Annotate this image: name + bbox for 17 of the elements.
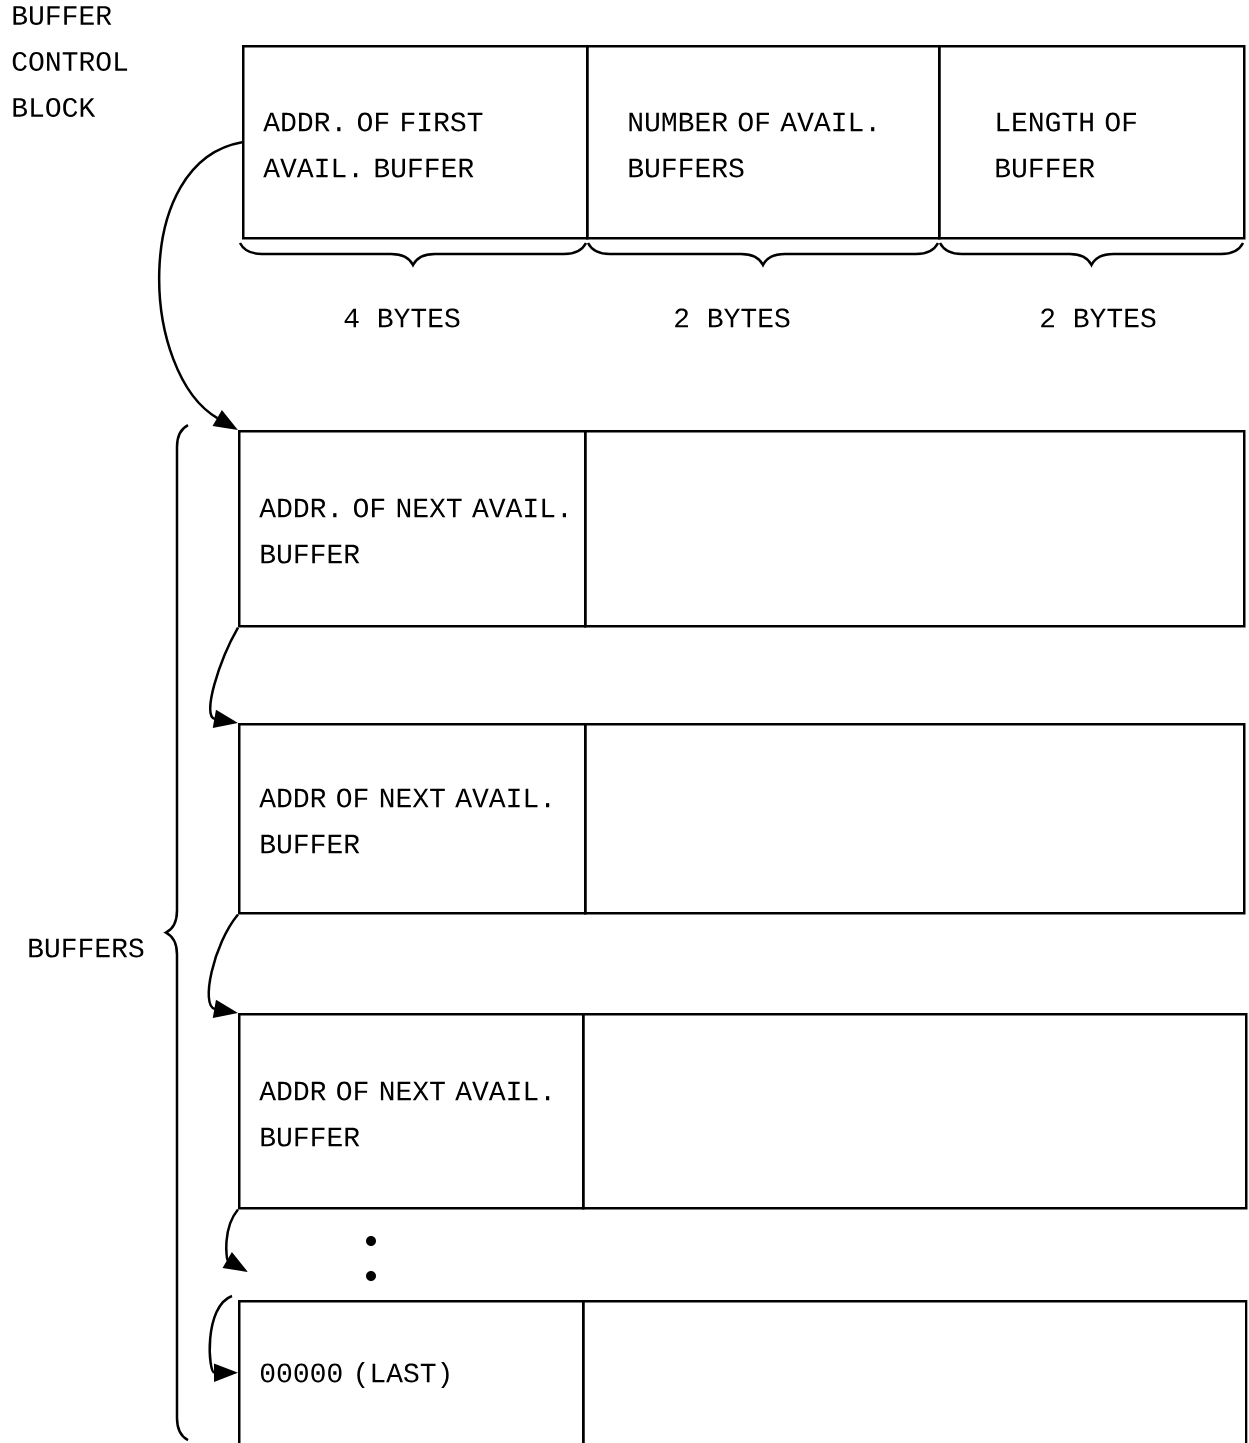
field-cell: LENGTH OF BUFFER	[938, 45, 1246, 240]
heading: BUFFER CONTROL BLOCK	[12, 6, 128, 117]
size-label: 2 BYTES	[1041, 308, 1156, 328]
arrow	[158, 141, 243, 430]
field-cell: ADDR OF NEXT AVAIL. BUFFER	[238, 1013, 585, 1210]
field-cell: ADDR. OF NEXT AVAIL. BUFFER	[238, 430, 587, 628]
empty-cell	[582, 1300, 1248, 1443]
size-label: 2 BYTES	[675, 308, 790, 328]
field-cell: 00000 (LAST)	[238, 1300, 585, 1443]
field-cell: ADDR OF NEXT AVAIL. BUFFER	[238, 723, 587, 915]
size-label: 4 BYTES	[344, 308, 460, 328]
field-cell: ADDR. OF FIRST AVAIL. BUFFER	[242, 45, 589, 240]
field-cell: NUMBER OF AVAIL. BUFFERS	[586, 45, 941, 240]
empty-cell	[584, 430, 1246, 628]
group-label: BUFFERS	[29, 938, 144, 958]
empty-cell	[582, 1013, 1248, 1210]
empty-cell	[584, 723, 1246, 915]
